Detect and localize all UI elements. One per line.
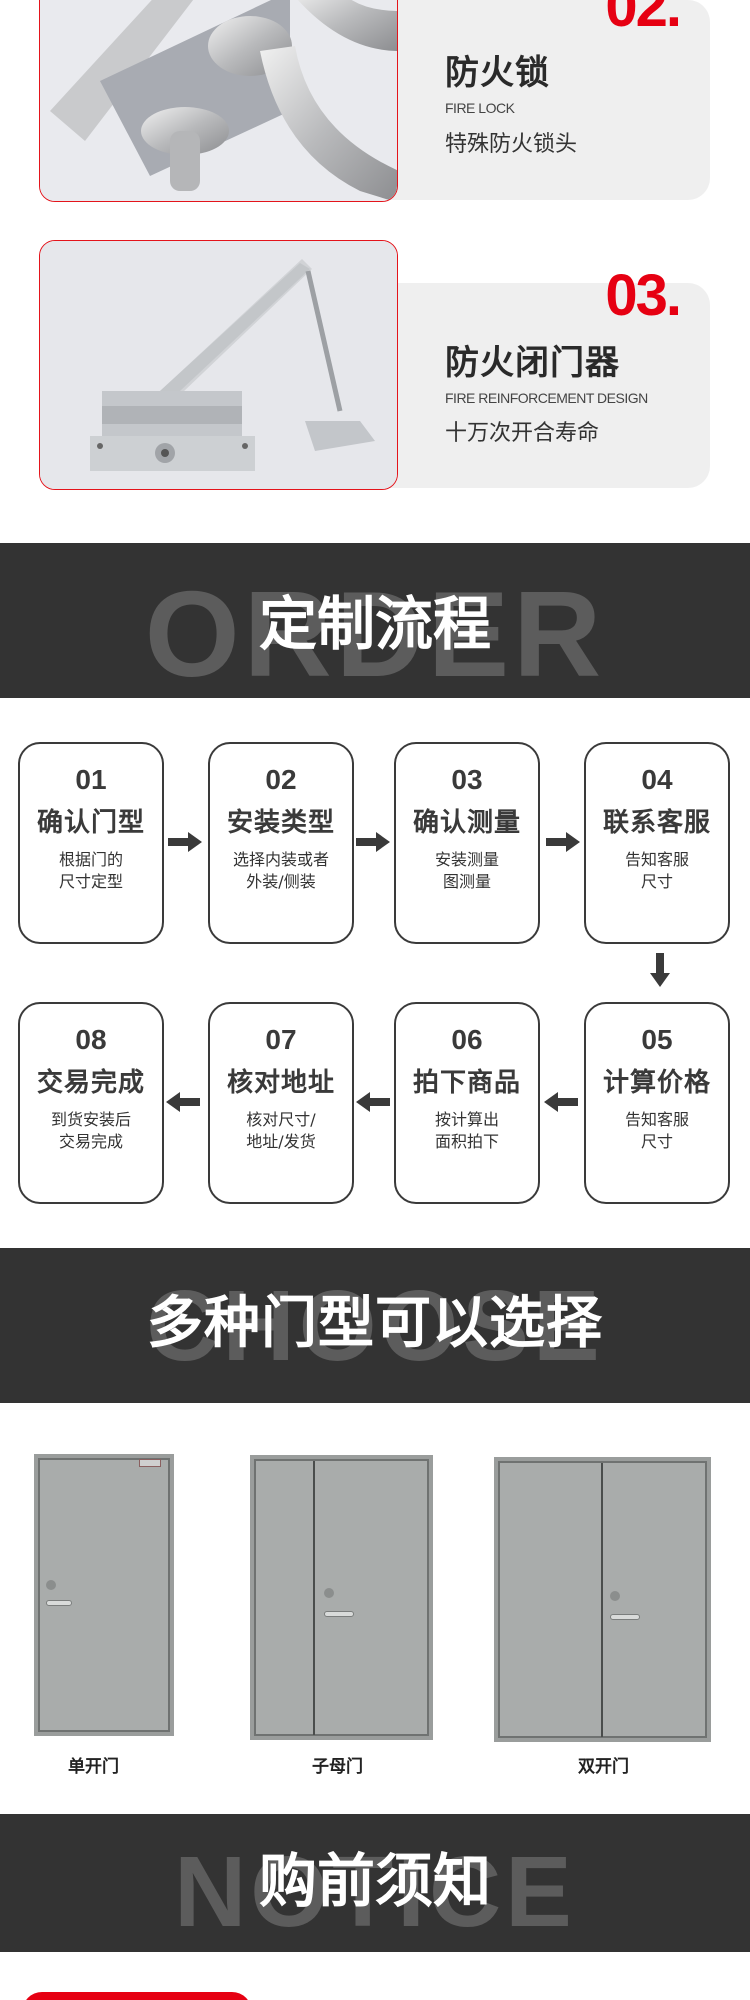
door-closer-photo — [39, 240, 398, 490]
step-description: 核对尺寸/地址/发货 — [246, 1110, 316, 1151]
door-seam — [313, 1461, 315, 1735]
door-closer-icon — [139, 1459, 161, 1467]
step-number: 02 — [265, 764, 297, 795]
step-description: 选择内装或者外装/侧装 — [232, 850, 329, 891]
arrow-right-icon — [546, 832, 580, 852]
step-title: 确认门型 — [36, 808, 145, 838]
feature-number: 03. — [605, 263, 682, 328]
feature-subtitle-en: FIRE LOCK — [445, 100, 515, 116]
banner-ghost-text: NOTICE — [174, 1836, 576, 1948]
step-number: 03 — [451, 764, 483, 795]
door-handle-icon — [324, 1611, 354, 1617]
step-description: 告知客服尺寸 — [624, 850, 689, 891]
feature-subtitle-en: FIRE REINFORCEMENT DESIGN — [445, 390, 648, 406]
notice-red-tab — [22, 1992, 252, 2000]
fire-lock-illustration — [40, 0, 397, 201]
step-number: 06 — [451, 1024, 483, 1055]
step-description: 根据门的尺寸定型 — [58, 850, 123, 891]
door-seam — [601, 1463, 603, 1737]
banner-ghost-text: ORDER — [144, 566, 606, 698]
arrow-right-icon — [356, 832, 390, 852]
arrow-down-icon — [650, 953, 670, 987]
lock-icon — [324, 1588, 334, 1598]
step-description: 按计算出面积拍下 — [434, 1110, 499, 1151]
step-description: 到货安装后交易完成 — [50, 1110, 131, 1151]
step-title: 确认测量 — [412, 808, 521, 838]
step-title: 交易完成 — [36, 1068, 145, 1098]
section-title: 购前须知 — [258, 1847, 491, 1915]
arrow-left-icon — [356, 1092, 390, 1112]
step-description: 安装测量图测量 — [434, 850, 499, 891]
door-single — [34, 1454, 174, 1744]
feature-panel — [380, 283, 710, 488]
step-number: 01 — [75, 764, 107, 795]
feature-description: 十万次开合寿命 — [445, 421, 600, 446]
lock-icon — [610, 1591, 620, 1601]
feature-title: 防火闭门器 — [445, 343, 620, 383]
banner-ghost-text: CHOOSE — [146, 1270, 604, 1382]
process-step-03: 03 确认测量 安装测量图测量 — [394, 742, 540, 944]
process-step-05: 05 计算价格 告知客服尺寸 — [584, 1002, 730, 1204]
feature-fire-lock: 02. 防火锁 FIRE LOCK 特殊防火锁头 — [0, 0, 750, 205]
process-step-08: 08 交易完成 到货安装后交易完成 — [18, 1002, 164, 1204]
step-title: 联系客服 — [602, 808, 711, 838]
process-step-02: 02 安装类型 选择内装或者外装/侧装 — [208, 742, 354, 944]
process-step-07: 07 核对地址 核对尺寸/地址/发货 — [208, 1002, 354, 1204]
feature-number: 02. — [605, 0, 682, 39]
feature-door-closer: 03. 防火闭门器 FIRE REINFORCEMENT DESIGN 十万次开… — [0, 235, 750, 495]
step-title: 核对地址 — [226, 1068, 335, 1098]
step-description: 告知客服尺寸 — [624, 1110, 689, 1151]
step-number: 04 — [641, 764, 673, 795]
door-handle-icon — [610, 1614, 640, 1620]
process-step-01: 01 确认门型 根据门的尺寸定型 — [18, 742, 164, 944]
section-title: 多种门型可以选择 — [147, 1291, 603, 1356]
order-process-banner: ORDER 定制流程 — [0, 543, 750, 698]
step-title: 安装类型 — [226, 808, 335, 838]
step-number: 07 — [265, 1024, 297, 1055]
step-title: 拍下商品 — [412, 1068, 521, 1098]
fire-lock-photo — [39, 0, 398, 202]
arrow-left-icon — [544, 1092, 578, 1112]
arrow-right-icon — [168, 832, 202, 852]
door-closer-illustration — [40, 241, 397, 489]
process-step-04: 04 联系客服 告知客服尺寸 — [584, 742, 730, 944]
lock-icon — [46, 1580, 56, 1590]
step-title: 计算价格 — [602, 1068, 711, 1098]
feature-description: 特殊防火锁头 — [445, 132, 578, 157]
step-number: 08 — [75, 1024, 107, 1055]
door-label: 单开门 — [68, 1757, 119, 1777]
arrow-left-icon — [166, 1092, 200, 1112]
feature-title: 防火锁 — [445, 53, 550, 93]
door-types-banner: CHOOSE 多种门型可以选择 — [0, 1248, 750, 1403]
notice-banner: NOTICE 购前须知 — [0, 1814, 750, 1952]
process-step-06: 06 拍下商品 按计算出面积拍下 — [394, 1002, 540, 1204]
door-panel — [250, 1455, 433, 1740]
door-panel — [34, 1454, 174, 1736]
feature-panel — [380, 0, 710, 200]
door-double — [494, 1457, 711, 1745]
door-label: 子母门 — [312, 1757, 363, 1777]
door-handle-icon — [46, 1600, 72, 1606]
step-number: 05 — [641, 1024, 673, 1055]
section-title: 定制流程 — [258, 590, 491, 658]
door-label: 双开门 — [578, 1757, 629, 1777]
door-mother-son — [250, 1455, 433, 1745]
